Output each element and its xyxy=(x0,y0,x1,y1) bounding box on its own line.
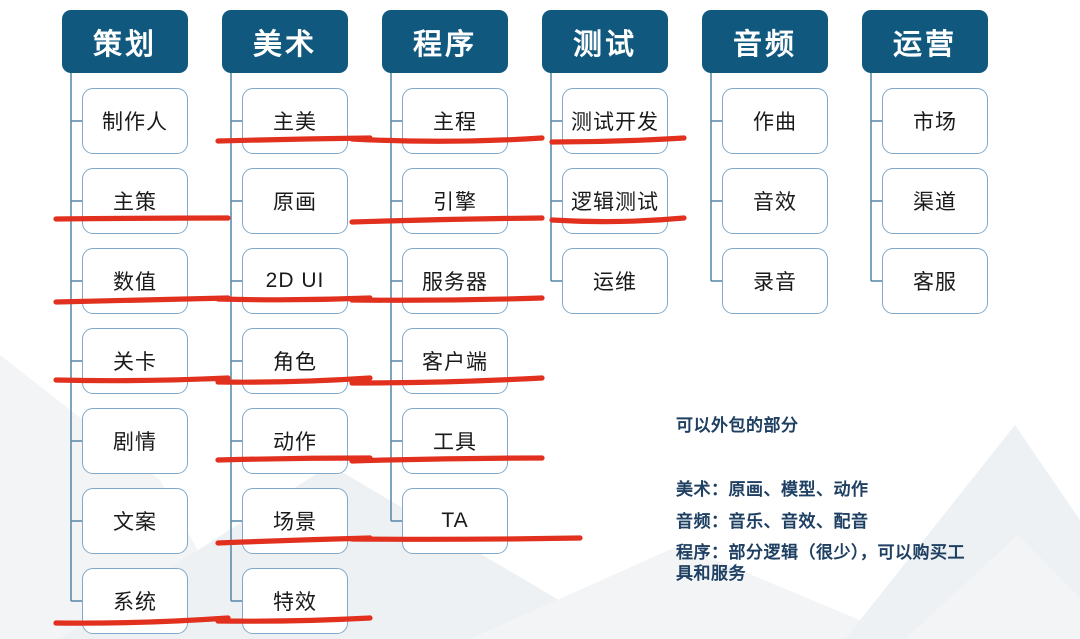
org-item: 数值 xyxy=(82,248,188,314)
column-header-art: 美术 xyxy=(222,10,348,73)
org-item: 服务器 xyxy=(402,248,508,314)
column-header-audio: 音频 xyxy=(702,10,828,73)
org-item: 文案 xyxy=(82,488,188,554)
org-item: 场景 xyxy=(242,488,348,554)
org-item: 制作人 xyxy=(82,88,188,154)
notes-body: 美术：原画、模型、动作音频：音乐、音效、配音程序：部分逻辑（很少），可以购买工具… xyxy=(676,480,978,585)
org-item: 系统 xyxy=(82,568,188,634)
note-line: 程序：部分逻辑（很少），可以购买工具和服务 xyxy=(676,543,965,584)
org-item: 原画 xyxy=(242,168,348,234)
org-item: 客服 xyxy=(882,248,988,314)
org-item: 工具 xyxy=(402,408,508,474)
org-item: 逻辑测试 xyxy=(562,168,668,234)
org-item: 主美 xyxy=(242,88,348,154)
org-item: 引擎 xyxy=(402,168,508,234)
org-item: 关卡 xyxy=(82,328,188,394)
org-item: 市场 xyxy=(882,88,988,154)
note-line: 美术：原画、模型、动作 xyxy=(676,480,869,499)
column-header-operations: 运营 xyxy=(862,10,988,73)
org-item: 作曲 xyxy=(722,88,828,154)
outsource-notes: 可以外包的部分 美术：原画、模型、动作音频：音乐、音效、配音程序：部分逻辑（很少… xyxy=(676,411,978,596)
column-header-planning: 策划 xyxy=(62,10,188,73)
note-line: 音频：音乐、音效、配音 xyxy=(676,511,869,531)
org-item: 动作 xyxy=(242,408,348,474)
org-item: 剧情 xyxy=(82,408,188,474)
org-item: TA xyxy=(402,488,508,554)
org-item: 录音 xyxy=(722,248,828,314)
column-header-programming: 程序 xyxy=(382,10,508,73)
org-item: 2D UI xyxy=(242,248,348,314)
org-item: 客户端 xyxy=(402,328,508,394)
org-item: 音效 xyxy=(722,168,828,234)
org-item: 渠道 xyxy=(882,168,988,234)
org-item: 角色 xyxy=(242,328,348,394)
notes-title: 可以外包的部分 xyxy=(676,416,799,435)
org-item: 主程 xyxy=(402,88,508,154)
org-item: 主策 xyxy=(82,168,188,234)
column-header-testing: 测试 xyxy=(542,10,668,73)
org-item: 特效 xyxy=(242,568,348,634)
org-item: 测试开发 xyxy=(562,88,668,154)
org-item: 运维 xyxy=(562,248,668,314)
